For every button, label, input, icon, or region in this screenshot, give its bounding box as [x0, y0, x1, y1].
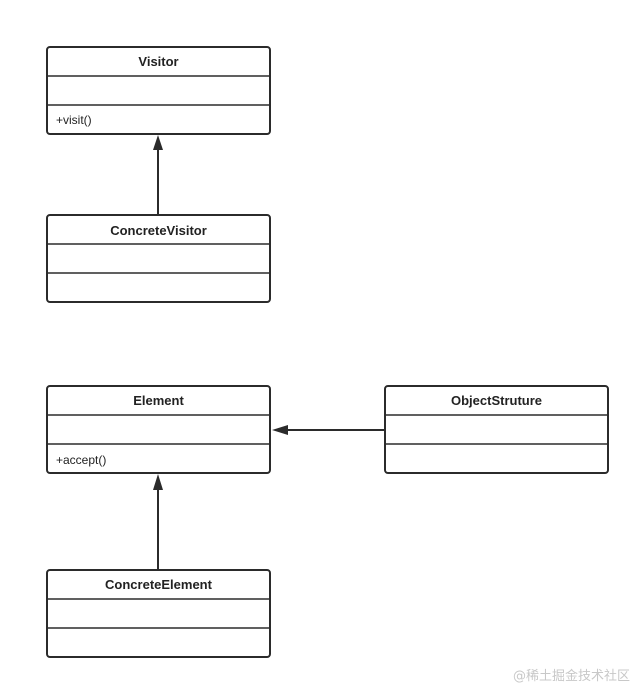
arrow-head-element-bottom — [153, 474, 163, 490]
class-name: ConcreteVisitor — [110, 223, 207, 238]
class-box — [46, 569, 271, 658]
class-object-structure[interactable]: ObjectStruture — [384, 385, 609, 474]
class-name: ObjectStruture — [451, 393, 542, 408]
class-method: +accept() — [56, 453, 106, 467]
watermark-text: @稀土掘金技术社区 — [513, 668, 630, 684]
relations — [153, 135, 384, 570]
class-element[interactable]: Element +accept() — [46, 385, 271, 474]
class-concrete-element[interactable]: ConcreteElement — [46, 569, 271, 658]
class-visitor[interactable]: Visitor +visit() — [46, 46, 271, 135]
class-name: ConcreteElement — [105, 577, 213, 592]
class-name: Element — [133, 393, 184, 408]
class-name: Visitor — [138, 54, 178, 69]
class-box — [384, 385, 609, 474]
class-concrete-visitor[interactable]: ConcreteVisitor — [46, 214, 271, 303]
arrow-head-element-side — [272, 425, 288, 435]
class-box — [46, 385, 271, 474]
class-method: +visit() — [56, 113, 92, 127]
class-box — [46, 214, 271, 303]
arrow-head-visitor — [153, 135, 163, 150]
class-box — [46, 46, 271, 135]
